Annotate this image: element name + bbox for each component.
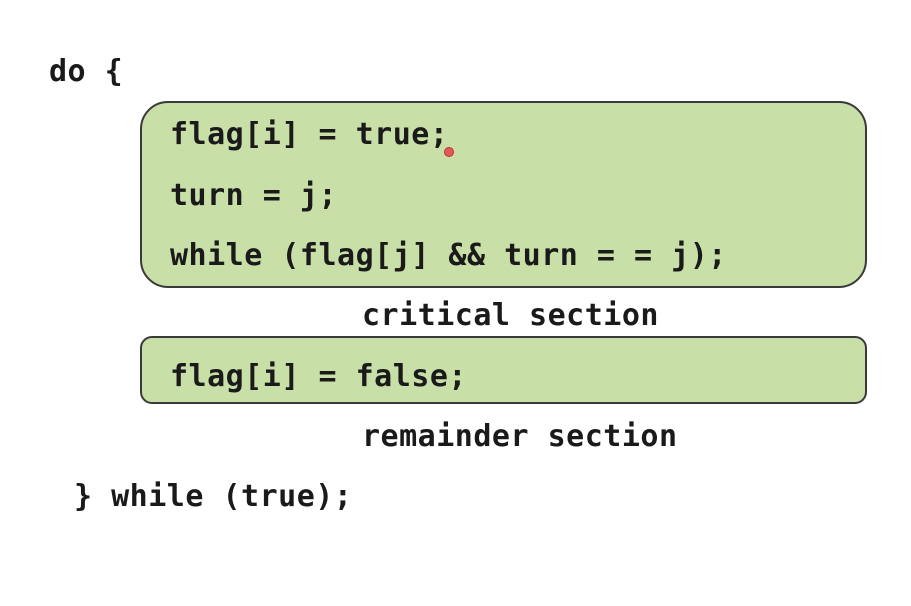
remainder-section-label: remainder section: [362, 419, 678, 454]
exit-section-box: [140, 336, 867, 404]
exit-line-flag: flag[i] = false;: [170, 359, 467, 394]
entry-line-flag: flag[i] = true;: [170, 117, 449, 152]
entry-section-box: [140, 101, 867, 288]
do-keyword: do {: [49, 54, 124, 89]
cursor-pointer-dot: [444, 147, 454, 157]
critical-section-label: critical section: [362, 298, 659, 333]
entry-line-turn: turn = j;: [170, 178, 338, 213]
entry-line-while: while (flag[j] && turn = = j);: [170, 238, 727, 273]
while-true-close: } while (true);: [74, 479, 353, 514]
